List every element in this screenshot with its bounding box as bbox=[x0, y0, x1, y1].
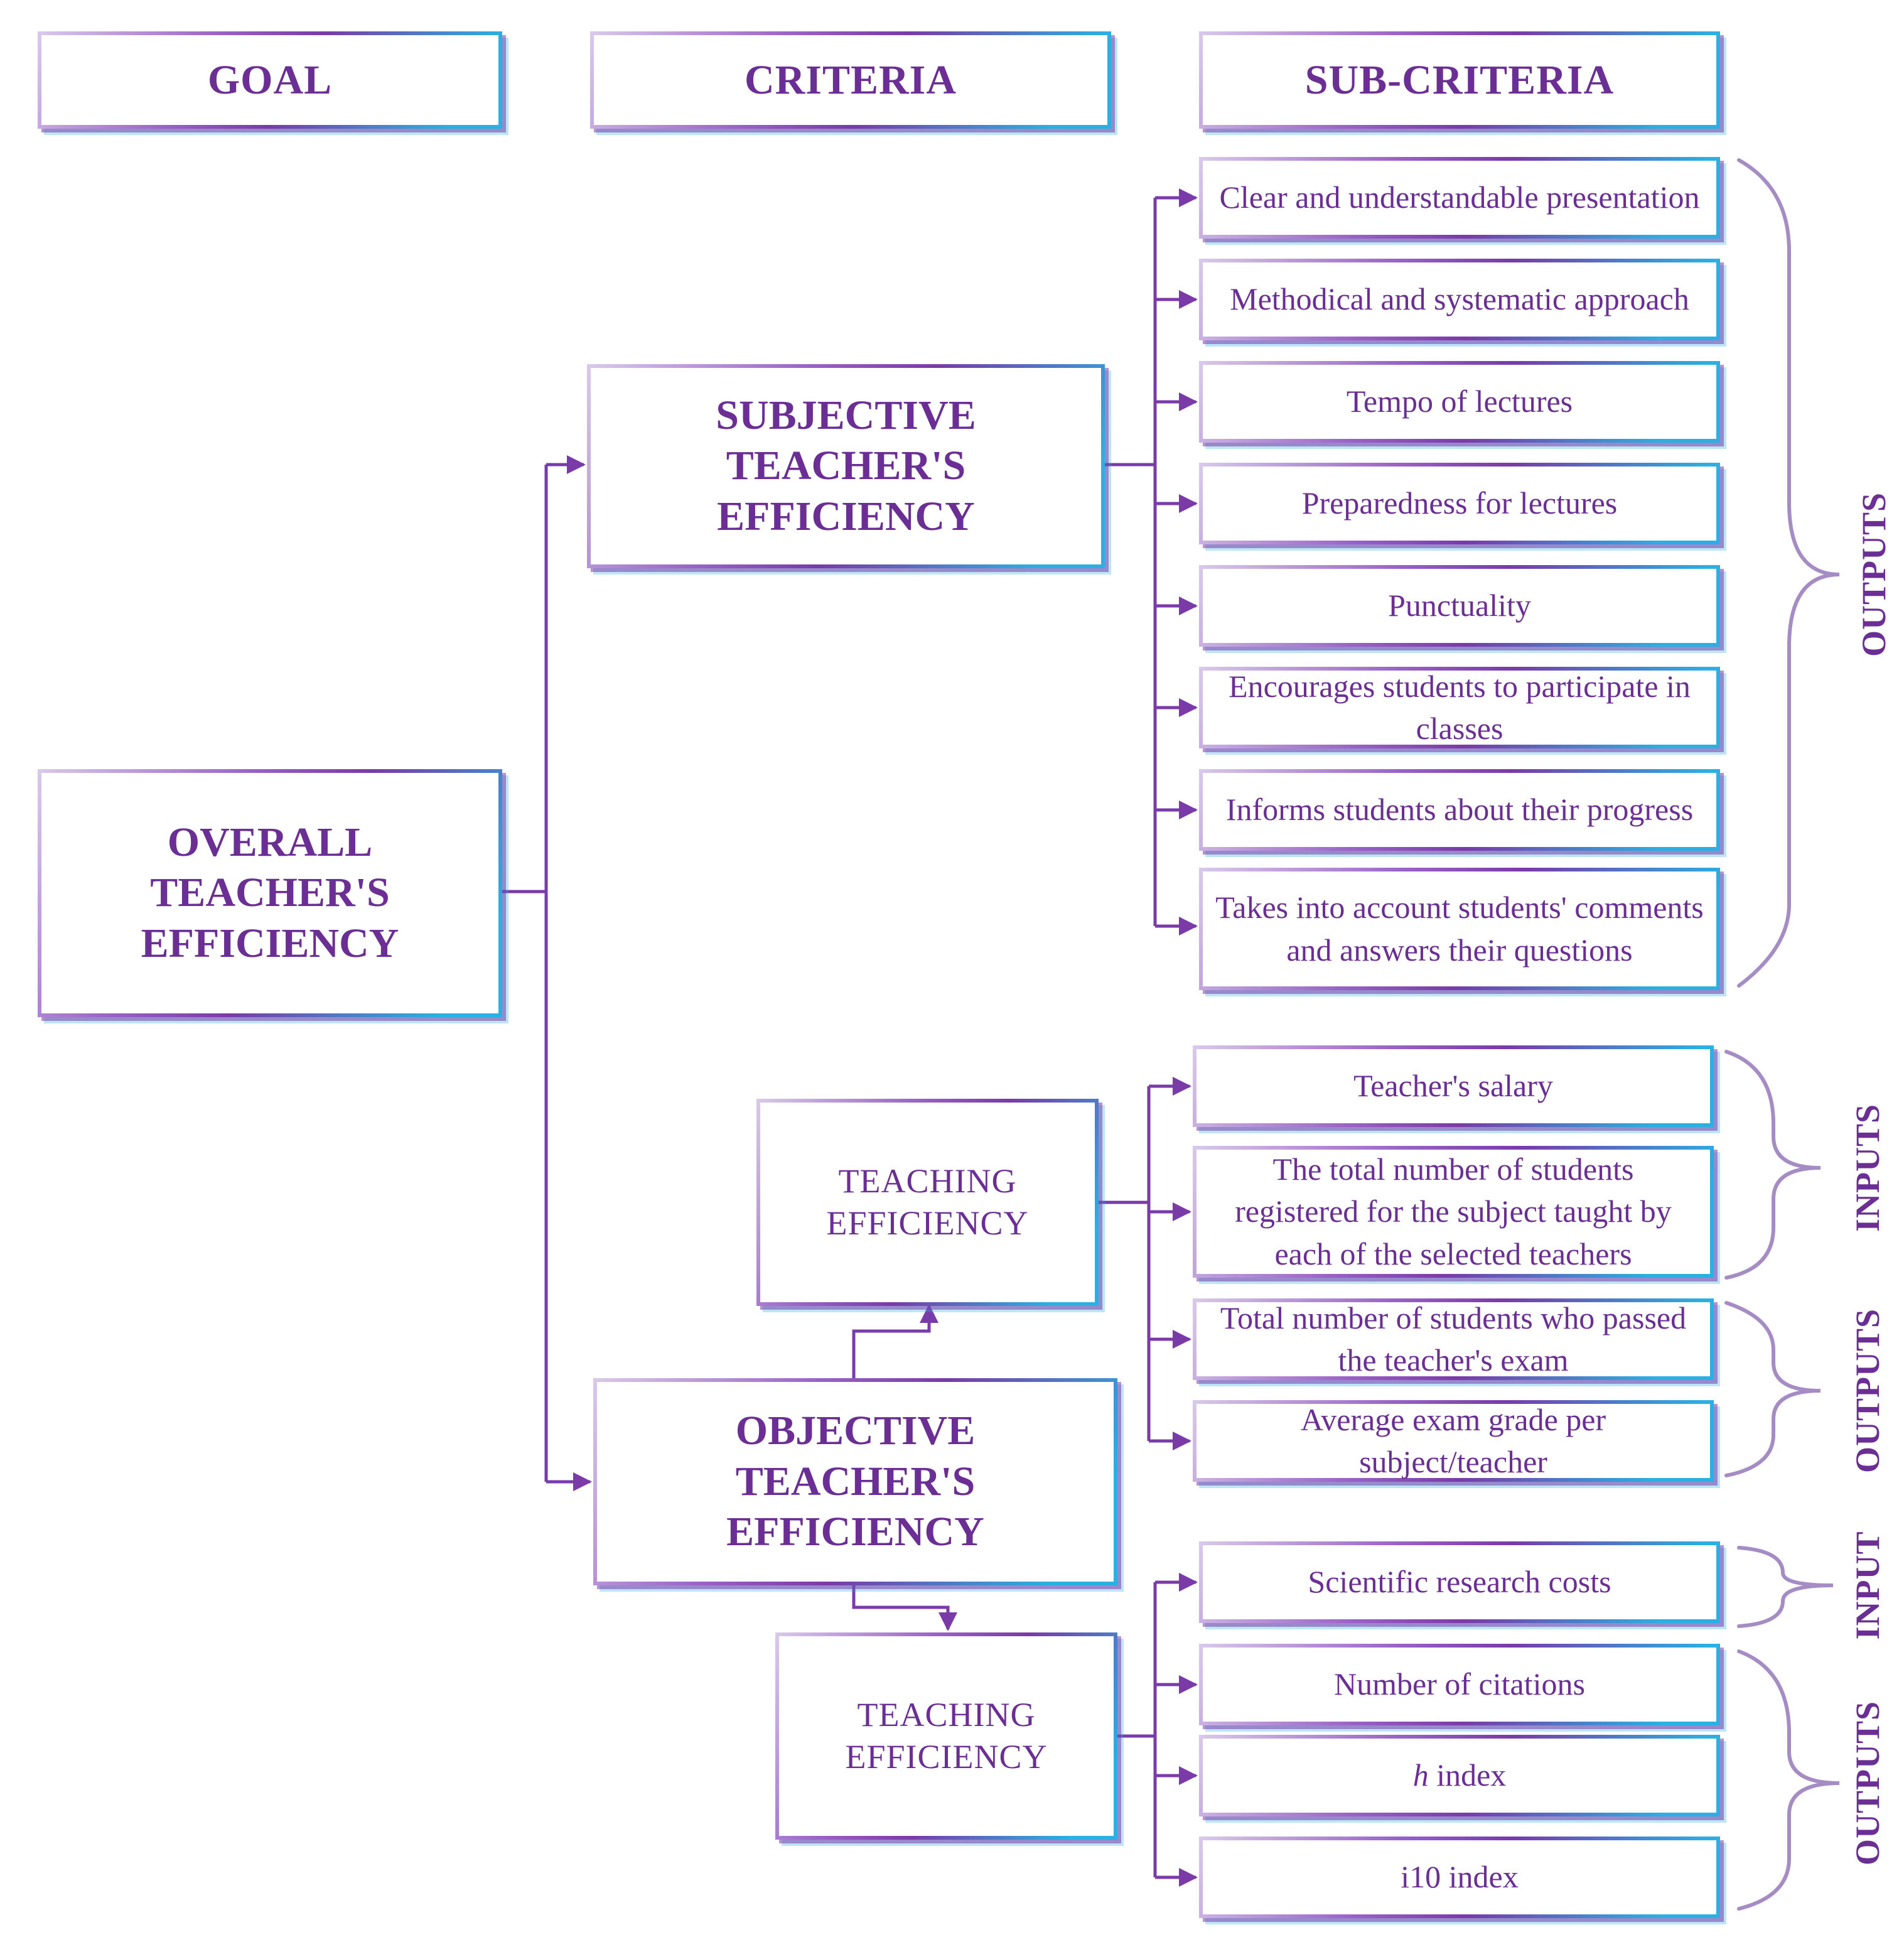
teaching-sub-criterion-1: Teacher's salary bbox=[1193, 1045, 1714, 1127]
subjective-criterion-label: SUBJECTIVE TEACHER'S EFFICIENCY bbox=[716, 392, 976, 539]
sub-criteria-header: SUB-CRITERIA bbox=[1199, 31, 1720, 129]
subjective-sub-criterion-5: Punctuality bbox=[1199, 565, 1720, 647]
criteria-header-label: CRITERIA bbox=[744, 57, 957, 103]
subjective-sub-criterion-1: Clear and understandable presentation bbox=[1199, 157, 1720, 239]
subjective-sub-criterion-label: Encourages students to participate in cl… bbox=[1229, 668, 1691, 747]
goal-node-label: OVERALL TEACHER'S EFFICIENCY bbox=[141, 819, 399, 966]
arrow-to-teaching-2 bbox=[852, 1585, 957, 1631]
teaching-sub-criterion-label: Total number of students who passed the … bbox=[1220, 1300, 1687, 1378]
subjective-outputs-label: OUTPUTS bbox=[1855, 492, 1893, 657]
objective-criterion-label: OBJECTIVE TEACHER'S EFFICIENCY bbox=[726, 1408, 984, 1555]
research-sub-criterion-label: Number of citations bbox=[1334, 1666, 1585, 1702]
teaching-outputs-label: OUTPUTS bbox=[1849, 1308, 1886, 1474]
goal-connector bbox=[502, 465, 548, 1482]
research-sub-criterion-4: i10 index bbox=[1199, 1837, 1720, 1918]
teaching-efficiency-node-2: TEACHING EFFICIENCY bbox=[775, 1632, 1117, 1840]
research-sub-criterion-label: h index bbox=[1412, 1757, 1507, 1793]
teaching-efficiency-2-label: TEACHING EFFICIENCY bbox=[845, 1695, 1048, 1776]
subjective-sub-criterion-label: Clear and understandable presentation bbox=[1219, 180, 1700, 215]
teaching-efficiency-1-label: TEACHING EFFICIENCY bbox=[826, 1162, 1029, 1243]
subjective-sub-criterion-label: Takes into account students' comments an… bbox=[1215, 890, 1704, 968]
teaching-sub-criterion-2: The total number of students registered … bbox=[1193, 1146, 1714, 1278]
goal-header: GOAL bbox=[38, 31, 502, 129]
brace-research-outputs bbox=[1737, 1649, 1840, 1911]
research-sub-criterion-label: Scientific research costs bbox=[1308, 1564, 1611, 1600]
teaching1-connector bbox=[1099, 1086, 1151, 1441]
research-sub-criterion-2: Number of citations bbox=[1199, 1644, 1720, 1725]
subjective-sub-criterion-label: Methodical and systematic approach bbox=[1230, 281, 1689, 317]
teaching-sub-criterion-4: Average exam grade per subject/teacher bbox=[1193, 1400, 1714, 1482]
subjective-sub-criterion-8: Takes into account students' comments an… bbox=[1199, 868, 1720, 990]
subjective-sub-criterion-label: Preparedness for lectures bbox=[1301, 485, 1618, 521]
subjective-criterion: SUBJECTIVE TEACHER'S EFFICIENCY bbox=[587, 364, 1105, 568]
subjective-sub-criterion-3: Tempo of lectures bbox=[1199, 361, 1720, 443]
teaching-efficiency-node-1: TEACHING EFFICIENCY bbox=[756, 1099, 1099, 1306]
subjective-sub-criterion-4: Preparedness for lectures bbox=[1199, 463, 1720, 544]
teaching-sub-criterion-3: Total number of students who passed the … bbox=[1193, 1298, 1714, 1380]
subjective-sub-criterion-label: Tempo of lectures bbox=[1346, 384, 1573, 419]
subjective-sub-criterion-label: Punctuality bbox=[1388, 588, 1531, 623]
arrow-to-teaching-1 bbox=[852, 1304, 939, 1378]
research-outputs-label: OUTPUTS bbox=[1849, 1700, 1886, 1866]
research-sub-criterion-3: h index bbox=[1199, 1735, 1720, 1816]
research-sub-criterion-1: Scientific research costs bbox=[1199, 1541, 1720, 1623]
brace-teaching-outputs bbox=[1724, 1301, 1821, 1477]
subjective-sub-criterion-7: Informs students about their progress bbox=[1199, 769, 1720, 851]
teaching-inputs-label: INPUTS bbox=[1849, 1103, 1886, 1233]
sub-criteria-header-label: SUB-CRITERIA bbox=[1304, 57, 1615, 103]
research-sub-criterion-label: i10 index bbox=[1401, 1859, 1519, 1895]
teaching-sub-criterion-label: Teacher's salary bbox=[1353, 1068, 1553, 1104]
teaching-sub-criterion-label: Average exam grade per subject/teacher bbox=[1300, 1401, 1606, 1480]
brace-subjective-outputs bbox=[1737, 158, 1840, 988]
goal-node: OVERALL TEACHER'S EFFICIENCY bbox=[38, 769, 502, 1017]
teaching2-connector bbox=[1117, 1582, 1157, 1877]
criteria-header: CRITERIA bbox=[590, 31, 1111, 129]
subjective-sub-criterion-label: Informs students about their progress bbox=[1225, 792, 1694, 828]
brace-research-input bbox=[1737, 1546, 1834, 1628]
brace-teaching-inputs bbox=[1724, 1050, 1821, 1280]
goal-header-label: GOAL bbox=[207, 57, 333, 103]
subjective-connector bbox=[1105, 198, 1157, 926]
objective-criterion: OBJECTIVE TEACHER'S EFFICIENCY bbox=[593, 1378, 1117, 1585]
subjective-sub-criterion-6: Encourages students to participate in cl… bbox=[1199, 667, 1720, 748]
subjective-sub-criterion-2: Methodical and systematic approach bbox=[1199, 259, 1720, 340]
teaching-sub-criterion-label: The total number of students registered … bbox=[1235, 1151, 1672, 1271]
research-input-label: INPUT bbox=[1849, 1531, 1886, 1640]
